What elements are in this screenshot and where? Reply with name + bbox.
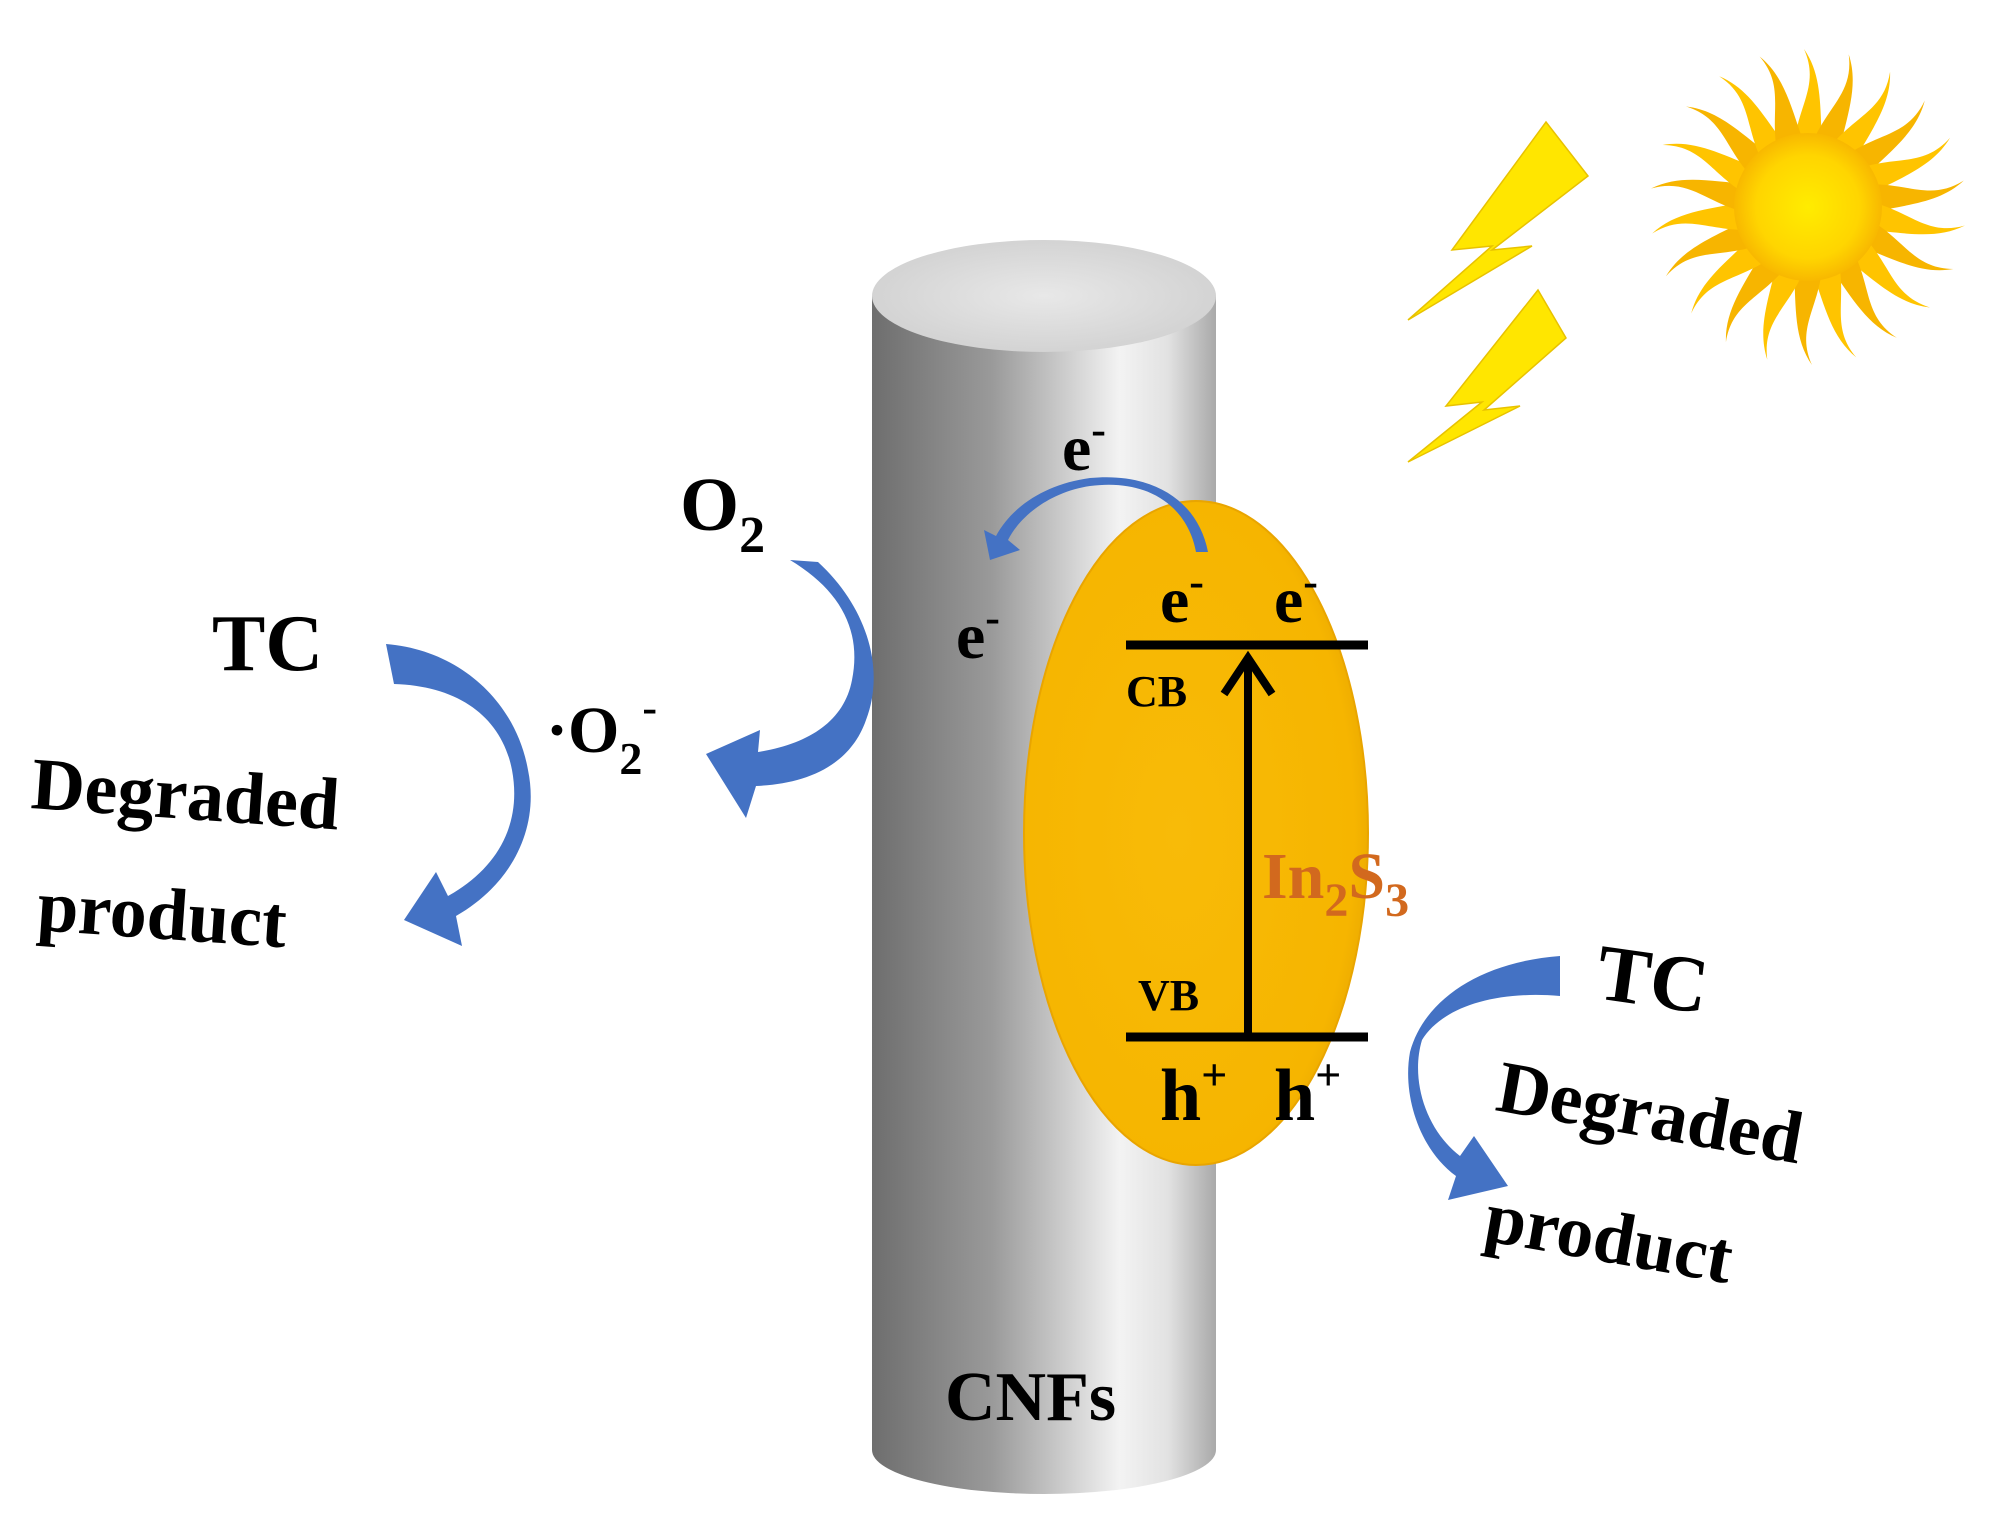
tc-left-label: TC [212,600,323,688]
product-left-label: product [35,865,290,964]
sun-ray [1812,54,1853,152]
sun-ray [1763,262,1804,360]
sun-ray [1685,106,1771,177]
electron-label-cb-1: e- [1160,557,1204,637]
product-right-label: product [1479,1176,1739,1300]
sun-ray [1845,100,1925,177]
sun-ray [1794,49,1822,145]
sun-ray [1858,220,1954,271]
sun-ray [1719,76,1787,163]
electron-transfer-arrow [984,477,1208,560]
electron-label-cnf: e- [956,593,1000,673]
in2s3-label: In2S3 [1262,840,1409,927]
electron-label-cb-2: e- [1274,557,1318,637]
sun-ray [1829,71,1891,163]
o2-to-superoxide-arrow [706,560,874,818]
in2s3-particle [1023,500,1369,1166]
sun-ray [1829,251,1897,338]
sun-ray [1759,56,1804,152]
curved-arrows [386,477,1560,1200]
sun-ray [1651,179,1749,213]
tc-right-label: TC [1591,929,1713,1032]
hole-label-vb-1: h+ [1160,1049,1227,1137]
cylinder-top [872,240,1216,352]
sun-ray [1652,201,1749,234]
degraded-left-label: Degraded [29,743,342,846]
o2-label: O2 [680,463,765,564]
sun-ray [1858,137,1951,194]
sun-ray [1662,143,1758,194]
sun-icon [1651,49,1965,365]
cb-label: CB [1126,667,1187,716]
right-tc-degradation-arrow [1408,956,1560,1200]
superoxide-label: ·O2- [546,683,657,784]
sun-ray [1691,237,1771,314]
sun-ray [1867,180,1964,213]
excitation-arrow [1220,650,1276,1037]
cnfs-label: CNFs [945,1359,1116,1436]
degraded-right-label: Degraded [1491,1046,1809,1180]
hole-label-vb-2: h+ [1274,1049,1341,1137]
sun-ray [1867,201,1965,235]
sun-ray [1665,220,1758,277]
vb-label: VB [1138,971,1199,1020]
sun-ray [1794,269,1822,365]
left-tc-degradation-arrow [386,644,531,946]
sun-ray [1845,237,1931,308]
sun-ray [1812,262,1857,358]
electron-label-top: e- [1062,405,1106,485]
sun-ray [1725,251,1787,343]
lightning-bolt-icon [1407,120,1590,463]
